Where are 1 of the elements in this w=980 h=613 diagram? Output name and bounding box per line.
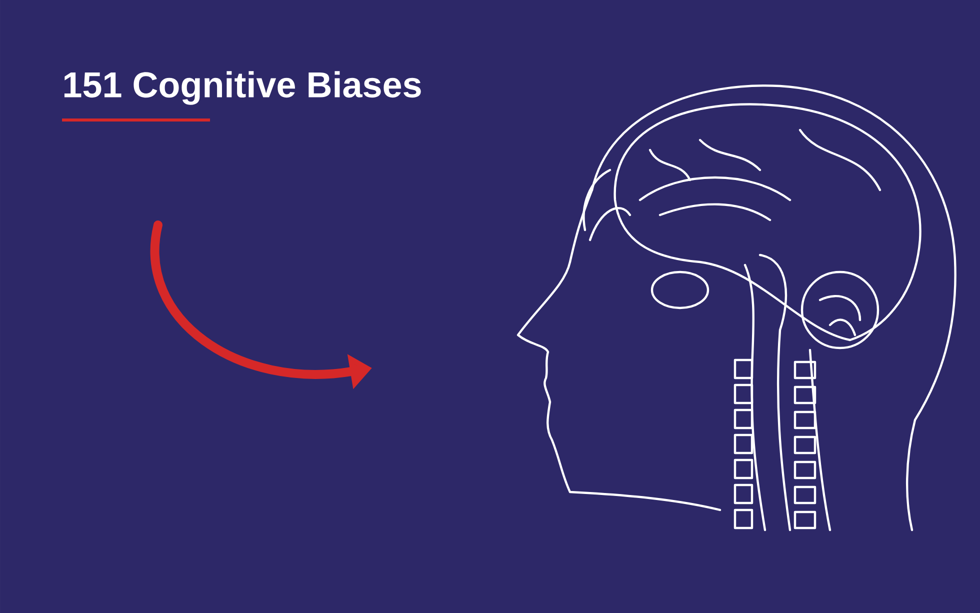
title: 151 Cognitive Biases bbox=[64, 71, 421, 105]
